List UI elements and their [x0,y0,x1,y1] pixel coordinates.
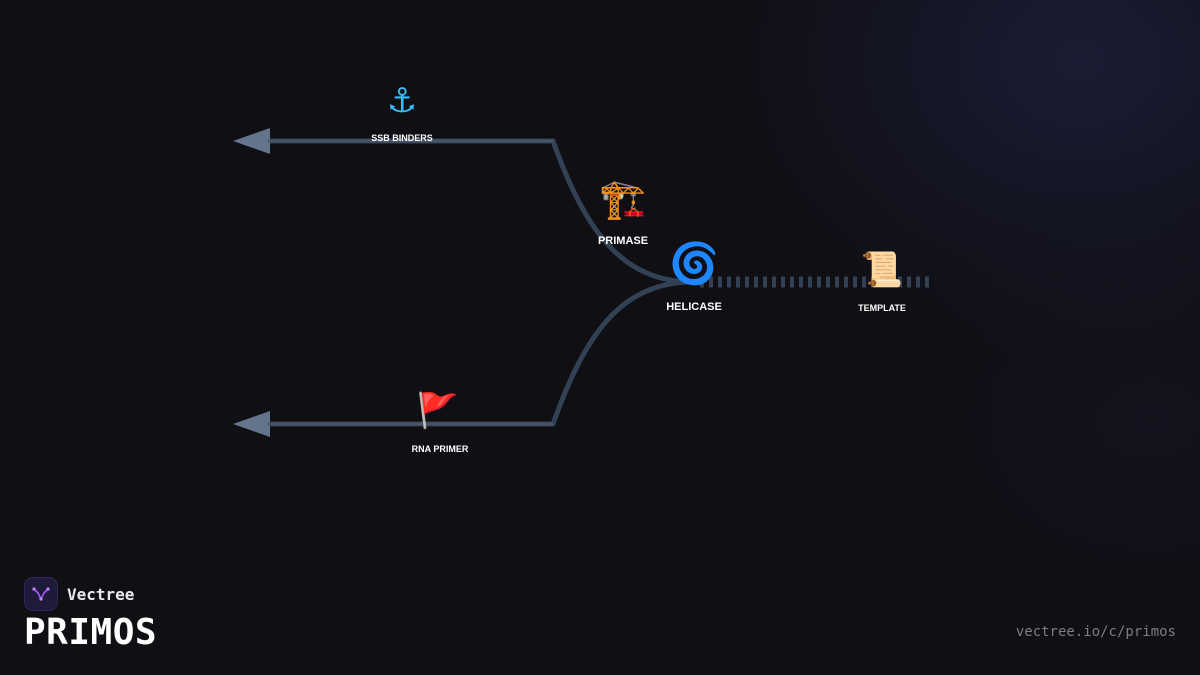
vectree-logo-icon [24,577,58,611]
page-title: PRIMOS [24,612,158,653]
primase-label: PRIMASE [597,235,649,247]
helicase-label: HELICASE [666,301,722,313]
source-url[interactable]: vectree.io/c/primos [1015,624,1176,640]
brand: Vectree [24,577,134,611]
cyclone-icon: 🌀 [669,241,719,287]
rna-primer-label: RNA PRIMER [411,444,469,454]
scroll-icon: 📜 [860,250,904,290]
anchor-icon: ⚓ [386,81,418,121]
template-label: TEMPLATE [858,303,906,313]
flag-icon: 🚩 [416,391,460,431]
upper-strand [265,138,689,285]
lower-arrowhead [233,411,270,437]
upper-arrowhead [233,128,270,154]
crane-icon: 🏗️ [599,177,647,221]
brand-name: Vectree [67,584,135,604]
lower-strand [265,279,689,427]
ssb-binders-label: SSB BINDERS [371,133,433,143]
